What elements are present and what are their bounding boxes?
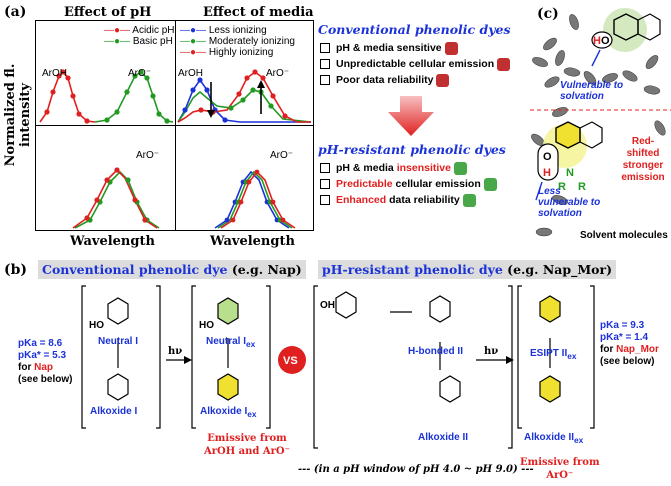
thumbs-up-icon — [462, 193, 476, 207]
hv-right: hν — [484, 346, 499, 357]
legend-ph: —●— Acidic pH —●— Basic pH — [104, 25, 175, 47]
hv-left: hν — [168, 346, 183, 357]
legend-media: —●— Less ionizing —●— Moderately ionizin… — [180, 25, 295, 58]
x-axis-left: Wavelength — [70, 234, 155, 249]
red-shift-label: Red-shifted stronger emission — [621, 136, 665, 183]
reaction-scheme — [81, 285, 595, 449]
label-aroh-media: ArOH — [178, 68, 203, 79]
panel-c-label: (c) — [537, 6, 559, 22]
vs-label: VS — [283, 355, 298, 367]
y-axis-label: Normalized fl. intensity — [3, 63, 33, 167]
vulnerable-label: Vulnerable to solvation — [560, 80, 624, 102]
spectra-plots — [35, 20, 314, 231]
x-axis-right: Wavelength — [210, 234, 295, 249]
conv-title: Conventional phenolic dye (e.g. Nap) — [38, 260, 306, 279]
solvation-illustration: H O O H N R R — [530, 8, 671, 237]
resistant-list: pH & media insensitive Predictable cellu… — [320, 160, 497, 208]
ph-window-note: --- (in a pH window of pH 4.0 ~ pH 9.0) … — [298, 464, 534, 475]
oh-label-ii: OH — [320, 300, 335, 311]
ho-label: HO — [89, 320, 104, 331]
markers-acidic — [44, 69, 90, 124]
mor-pka: pKa = 9.3 pKa* = 1.4 for Nap_Mor (see be… — [600, 320, 659, 367]
thumbs-up-icon — [483, 177, 497, 191]
panel-b-label: (b) — [4, 262, 28, 278]
thumbs-down-icon — [436, 73, 450, 87]
neutral-iex: Neutral Iex — [206, 336, 256, 349]
emissive-left: Emissive from ArOH and ArO⁻ — [204, 433, 290, 457]
label-aro: ArO⁻ — [128, 68, 152, 79]
alkoxide-iex: Alkoxide Iex — [200, 406, 257, 419]
title-effect-ph: Effect of pH — [64, 5, 152, 20]
thumbs-up-icon — [453, 161, 467, 175]
label-aro-bottom-media: ArO⁻ — [270, 150, 294, 161]
alkoxide-i: Alkoxide I — [90, 406, 138, 417]
alkoxide-iiex: Alkoxide IIex — [524, 432, 584, 445]
svg-text:H: H — [593, 35, 601, 47]
nap-pka: pKa = 8.6 pKa* = 5.3 for Nap (see below) — [18, 338, 73, 385]
curve-acidic — [39, 70, 96, 123]
panel-a-label: (a) — [4, 4, 27, 20]
curve-moderately-ionizing — [177, 89, 312, 123]
plot-frame-media-bottom — [175, 125, 314, 231]
neutral-i: Neutral I — [98, 336, 139, 347]
less-vulnerable-label: Less vulnerable to solvation — [538, 186, 601, 219]
emissive-right: Emissive from ArO⁻ — [520, 457, 600, 481]
svg-text:H: H — [543, 167, 551, 179]
svg-text:R: R — [578, 181, 586, 193]
hbonded-ii: H-bonded II — [408, 346, 463, 357]
label-aroh: ArOH — [42, 68, 67, 79]
alkoxide-ii: Alkoxide II — [418, 432, 469, 443]
svg-text:O: O — [601, 35, 610, 47]
thumbs-down-icon — [444, 41, 458, 55]
thumbs-down-icon — [497, 57, 511, 71]
esipt-ii: ESIPT IIex — [530, 348, 577, 361]
conventional-heading: Conventional phenolic dyes — [318, 22, 511, 37]
curve-highly-ionizing — [177, 71, 311, 123]
res-title: pH-resistant phenolic dye (e.g. Nap_Mor) — [318, 260, 617, 279]
solvent-label: Solvent molecules — [580, 230, 668, 241]
title-effect-media: Effect of media — [203, 5, 314, 20]
svg-text:R: R — [558, 181, 566, 193]
label-aro-bottom: ArO⁻ — [136, 150, 160, 161]
svg-text:O: O — [543, 151, 552, 163]
down-arrow-icon — [388, 96, 434, 136]
svg-text:N: N — [566, 167, 574, 179]
resistant-heading: pH-resistant phenolic dyes — [318, 142, 506, 157]
conventional-list: pH & media sensitive Unpredictable cellu… — [320, 40, 511, 88]
ho-label-ex: HO — [199, 320, 214, 331]
markers-basic — [104, 69, 170, 124]
label-aro-media: ArO⁻ — [266, 68, 290, 79]
